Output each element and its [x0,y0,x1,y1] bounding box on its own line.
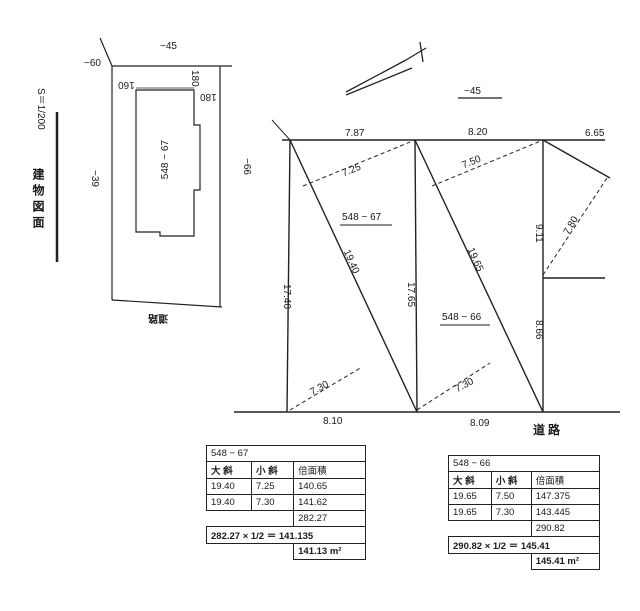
edge-mid-vertical: 17.65 [405,282,416,308]
table-67-result: 141.13 m² [293,543,366,560]
table-67-formula: 282.27 × 1/2 ＝ 141.135 [206,526,366,544]
table-67-header-small: 小 斜 [251,461,295,479]
edge-bottom-a: 8.10 [323,416,343,427]
table-67-header-large: 大 斜 [205,461,253,479]
table-67-cell: 19.40 [205,494,253,511]
table-67-cell: 7.30 [251,494,295,511]
plan-title: 建物図面 [31,168,45,232]
table-67-header-area: 倍面積 [293,461,366,479]
table-66-header-area: 倍面積 [530,471,601,489]
table-66-cell: 7.30 [490,504,532,521]
table-66-sum: 290.82 [530,520,601,537]
north-label: −45 [464,86,481,97]
table-66-header-small: 小 斜 [490,471,532,489]
table-66-cell: 19.65 [448,504,492,521]
table-67-cell: 7.25 [251,478,295,495]
edge-right-lower: 8.66 [533,320,544,340]
table-67-cell: 141.62 [293,494,366,511]
table-67-cell: 19.40 [205,478,253,495]
dim-top: −45 [160,41,177,52]
height-66-top [431,139,544,187]
height-right [542,177,608,276]
edge-bottom-b: 8.09 [470,418,490,429]
table-66-result: 145.41 m² [530,553,601,570]
building-plan [99,37,232,308]
dim-inner-right-top: 180 [200,91,217,102]
table-66-cell: 7.50 [490,488,532,505]
plan-bottom-edge [111,299,223,308]
height-66-bottom [416,362,491,411]
lot-67-label: 548 − 67 [342,212,382,223]
height-lines [289,139,608,411]
dim-inner-top-right: 180 [189,70,200,87]
dim-top-left: −60 [84,58,101,69]
lot-underlines [340,224,490,326]
table-66-cell: 19.65 [448,488,492,505]
arrow-tick [419,41,424,63]
table-67-title: 548 − 67 [206,445,366,462]
table-66-title: 548 − 66 [448,455,600,472]
plan-lot-label: 548 − 67 [160,140,171,180]
dim-right: −66 [241,158,252,175]
edge-right-upper: 9.11 [533,224,544,243]
dim-left: −39 [89,170,100,187]
table-548-66: 548 − 66 大 斜 小 斜 倍面積 19.65 7.50 147.375 … [448,455,601,570]
site-plan [234,119,620,413]
arrow-line-1 [345,67,413,96]
arrow-line-2 [345,59,407,93]
edge-top-b: 8.20 [468,127,488,138]
table-66-cell: 143.445 [530,504,601,521]
edge-top-a: 7.87 [345,128,365,139]
plan-scale: S＝1/200 [35,88,46,130]
table-67-sum: 282.27 [293,510,366,527]
diagonal-66 [414,139,544,413]
table-548-67: 548 − 67 大 斜 小 斜 倍面積 19.40 7.25 140.65 1… [205,445,366,560]
edge-left: 17.40 [281,284,292,310]
table-67-cell: 140.65 [293,478,366,495]
arrow-line-3 [405,47,427,61]
table-66-formula: 290.82 × 1/2 ＝ 145.41 [448,536,600,554]
table-66-header-large: 大 斜 [448,471,492,489]
site-left-edge [286,139,291,413]
north-arrow [345,41,427,96]
building-outline [135,89,201,237]
diagonal-67 [289,139,418,413]
site-right-slope [542,139,611,179]
plan-road-label: 道路 [148,312,168,323]
table-66-cell: 147.375 [530,488,601,505]
edge-top-c: 6.65 [585,128,605,139]
lot-66-label: 548 − 66 [442,312,482,323]
site-corner-mark [271,119,291,141]
plan-corner-line [99,37,113,67]
site-road-label: 道路 [533,423,564,437]
dim-inner-top-left: 160 [118,79,135,90]
site-mid-edge [414,139,418,413]
height-67-top [302,139,416,187]
